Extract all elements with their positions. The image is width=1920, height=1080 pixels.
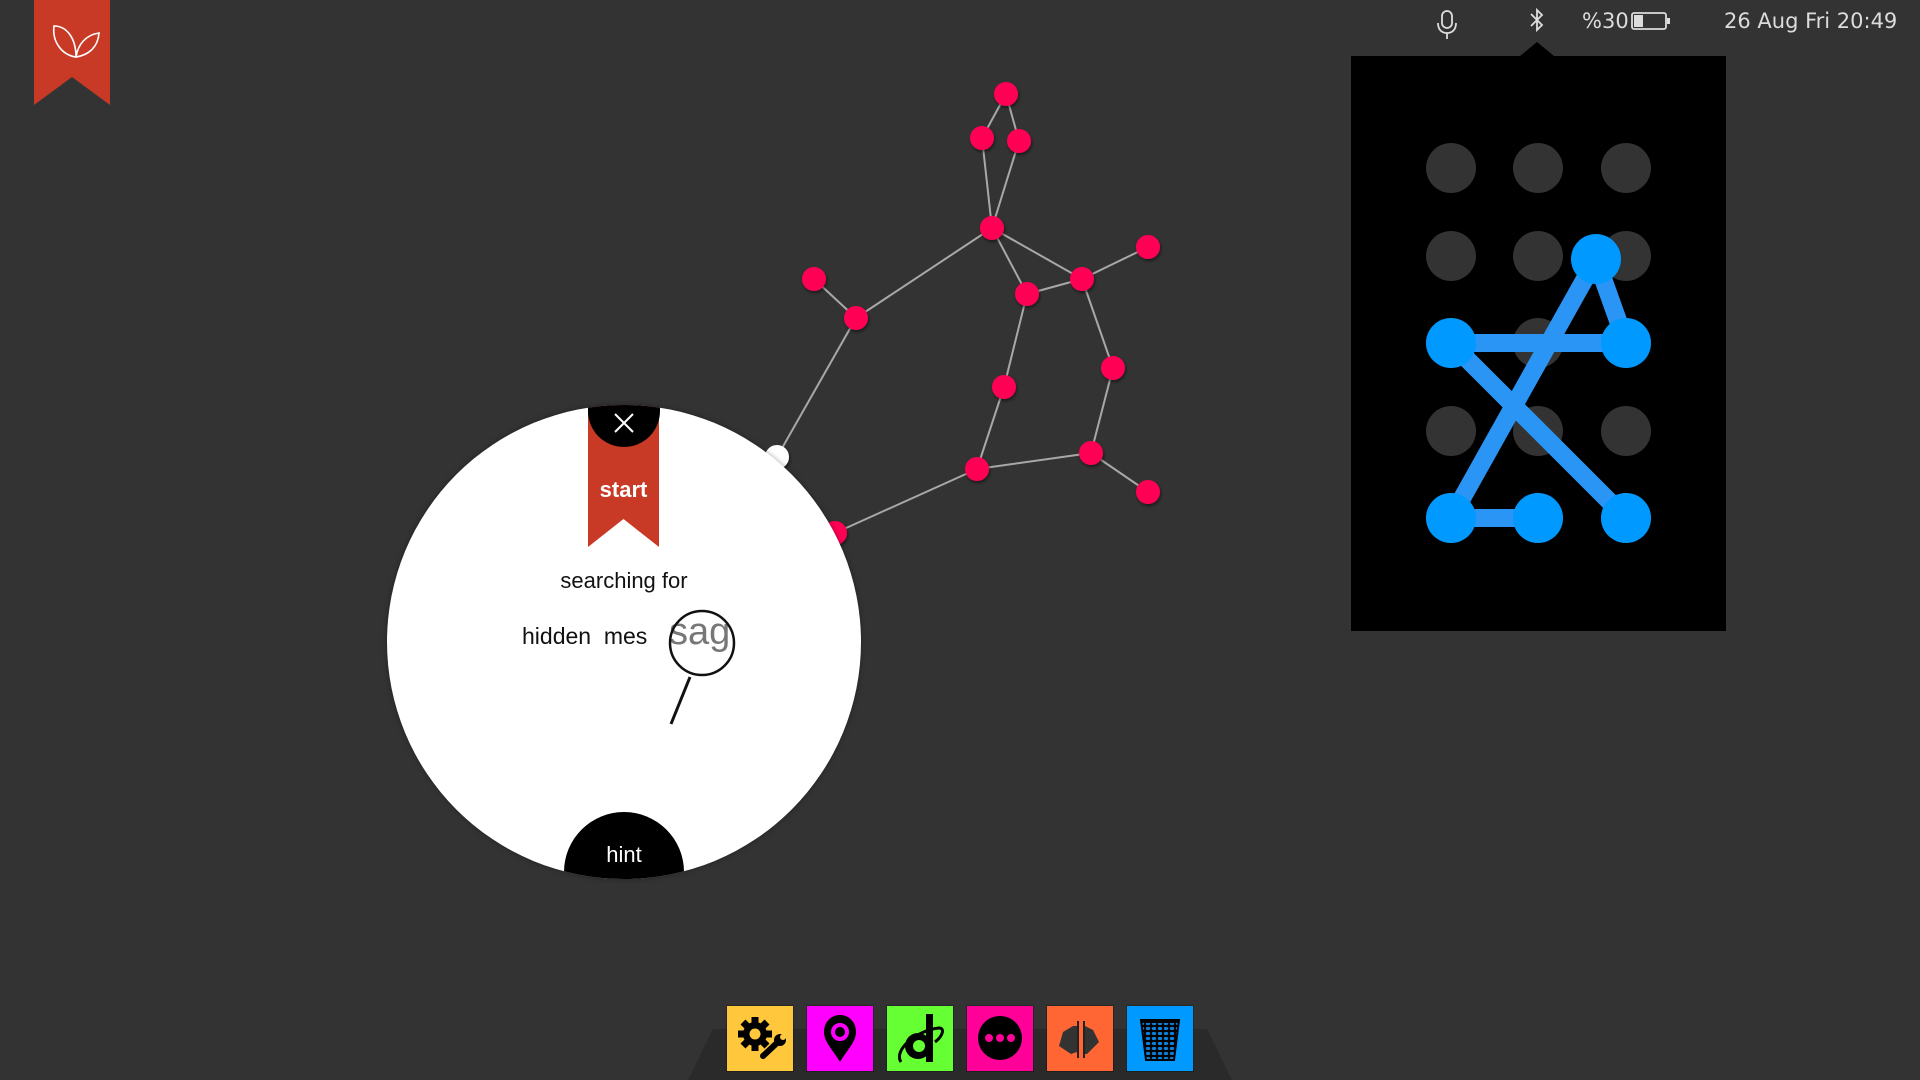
graph-edge <box>976 452 1092 470</box>
cube-split-icon <box>1047 1006 1113 1071</box>
graph-edge <box>976 386 1005 470</box>
graph-edge <box>991 227 1083 280</box>
browser-d-icon <box>887 1006 953 1071</box>
battery-icon[interactable] <box>1631 11 1671 31</box>
graph-node[interactable] <box>980 216 1004 240</box>
more-dots-icon <box>967 1006 1033 1071</box>
dock-3d-viewer-button[interactable] <box>1047 1006 1113 1071</box>
graph-node[interactable] <box>1101 356 1125 380</box>
graph-edge <box>991 140 1020 229</box>
graph-edge <box>1081 278 1114 369</box>
leaf-icon <box>34 0 110 105</box>
app-logo-bookmark[interactable] <box>34 0 110 105</box>
searching-text: searching for <box>560 568 688 593</box>
graph-edge <box>1003 293 1028 388</box>
graph-node[interactable] <box>992 375 1016 399</box>
graph-edge <box>981 137 993 229</box>
graph-node[interactable] <box>1015 282 1039 306</box>
graph-node[interactable] <box>1136 235 1160 259</box>
graph-edge <box>855 227 993 319</box>
dock-trash-button[interactable] <box>1127 1006 1193 1071</box>
graph-node[interactable] <box>1136 480 1160 504</box>
magnifier-icon[interactable] <box>387 405 861 879</box>
graph-edge <box>991 227 1028 295</box>
hidden-message-text: hidden mes <box>522 623 648 649</box>
graph-node[interactable] <box>802 267 826 291</box>
map-pin-icon <box>807 1006 873 1071</box>
dock-location-button[interactable] <box>807 1006 873 1071</box>
start-label[interactable]: start <box>599 477 648 502</box>
graph-edge <box>1090 367 1114 454</box>
microphone-icon[interactable] <box>1436 10 1458 40</box>
graph-node[interactable] <box>1079 441 1103 465</box>
graph-edge <box>776 317 857 458</box>
graph-node[interactable] <box>1007 129 1031 153</box>
gear-wrench-icon <box>727 1006 793 1071</box>
graph-node[interactable] <box>965 457 989 481</box>
dock-browser-button[interactable] <box>887 1006 953 1071</box>
battery-percentage: %30 <box>1582 9 1629 33</box>
close-icon <box>614 413 634 433</box>
clock-datetime[interactable]: 26 Aug Fri 20:49 <box>1724 9 1898 33</box>
hint-label: hint <box>606 842 642 867</box>
graph-node[interactable] <box>994 82 1018 106</box>
hidden-message-dialog: start searching for hidden mes sag hint <box>387 405 861 879</box>
graph-edge <box>834 468 978 534</box>
trash-bin-icon <box>1127 1006 1193 1071</box>
graph-node[interactable] <box>970 126 994 150</box>
dock-settings-button[interactable] <box>727 1006 793 1071</box>
graph-node[interactable] <box>844 306 868 330</box>
graph-node[interactable] <box>1070 267 1094 291</box>
dock-more-button[interactable] <box>967 1006 1033 1071</box>
graph-edge <box>1081 246 1149 280</box>
popup-pointer <box>1520 42 1554 56</box>
bluetooth-icon[interactable] <box>1527 7 1547 33</box>
